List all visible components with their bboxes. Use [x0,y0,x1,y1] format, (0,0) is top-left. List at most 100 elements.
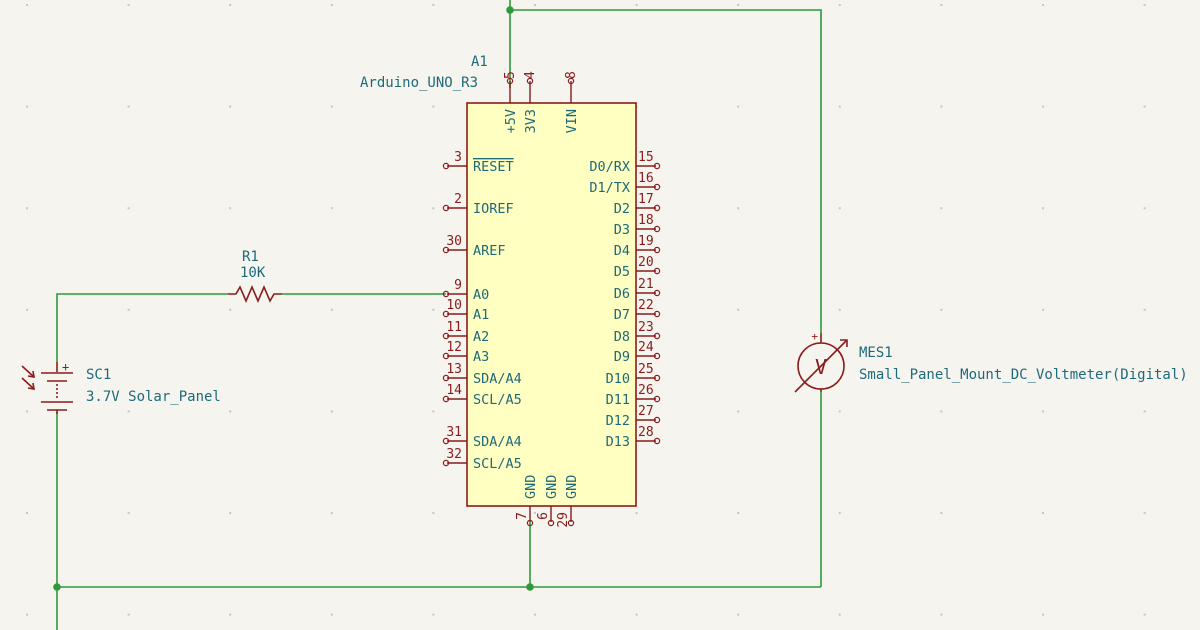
pin-name: D0/RX [589,159,630,175]
pin-name: GND [544,475,560,499]
pin-number: 8 [564,71,579,79]
voltmeter-mes1[interactable]: V + MES1 Small_Panel_Mount_DC_Voltmeter(… [794,330,1188,393]
grid-dot [229,105,232,108]
pin-name: D1/TX [589,180,630,196]
arduino-value: Arduino_UNO_R3 [360,75,478,91]
pin-end [653,183,661,191]
grid-dot [1143,207,1146,210]
grid-dot [127,512,130,514]
pin-bottom[interactable]: 29 GND [556,475,580,528]
pin-number: 26 [638,383,654,398]
pin-name: D3 [614,222,630,238]
grid-dot [26,308,28,311]
grid-dot [229,4,232,6]
pin-name: D9 [614,349,630,365]
pin-name: RESET [473,159,514,175]
pin-name: GND [564,475,580,499]
voltmeter-arrow-head [840,339,848,347]
resistor-value: 10K [240,265,266,281]
pin-end [653,246,661,254]
pin-number: 22 [638,298,654,313]
pin-number: 30 [446,234,462,249]
grid-dot [330,613,333,616]
pin-bottom[interactable]: 6 GND [536,475,560,527]
grid-dot [940,512,943,514]
pin-name: A0 [473,287,489,303]
pin-number: 24 [638,340,654,355]
grid-dot [737,512,740,514]
solar-panel-sc1[interactable]: + SC1 3.7V Solar_Panel [21,360,221,414]
grid-dot [330,410,333,413]
pin-name: A2 [473,329,489,345]
pin-end [442,290,450,298]
pin-number: 13 [446,362,462,377]
pin-end [653,162,661,170]
panel-plus-sign: + [62,360,69,374]
grid-dot [737,105,740,108]
pin-number: 20 [638,255,654,270]
panel-value: 3.7V Solar_Panel [86,389,221,405]
pin-name: D11 [606,392,630,408]
wire-panel-to-resistor [56,293,228,362]
pin-end [653,267,661,275]
pin-number: 32 [446,447,462,462]
pin-left[interactable]: 9A0 [442,278,489,303]
resistor-r1[interactable]: R1 10K [228,249,282,304]
grid-dot [737,410,740,413]
wire-5v-to-voltmeter [509,9,822,333]
pin-name: D12 [606,413,630,429]
pin-number: 25 [638,362,654,377]
pin-number: 27 [638,404,654,419]
voltmeter-ref: MES1 [859,345,893,361]
pin-end [653,204,661,212]
pin-end [567,77,575,85]
grid-dot [838,4,841,6]
pin-name: D8 [614,329,630,345]
grid-dot [1042,4,1044,6]
grid-dot [26,207,28,210]
grid-dot [127,613,130,616]
pin-name: D6 [614,286,630,302]
grid-dot [838,410,841,413]
grid-dot [330,308,333,311]
pin-end [653,416,661,424]
arduino-ref: A1 [471,54,488,70]
pin-number: 9 [454,278,462,293]
pin-number: 6 [536,512,551,520]
pin-end [526,77,534,85]
pin-number: 29 [556,512,571,528]
pin-number: 17 [638,192,654,207]
grid-dot [26,105,28,108]
pin-top[interactable]: 5+5V [503,71,519,133]
pin-end [653,395,661,403]
pin-end [567,519,575,527]
